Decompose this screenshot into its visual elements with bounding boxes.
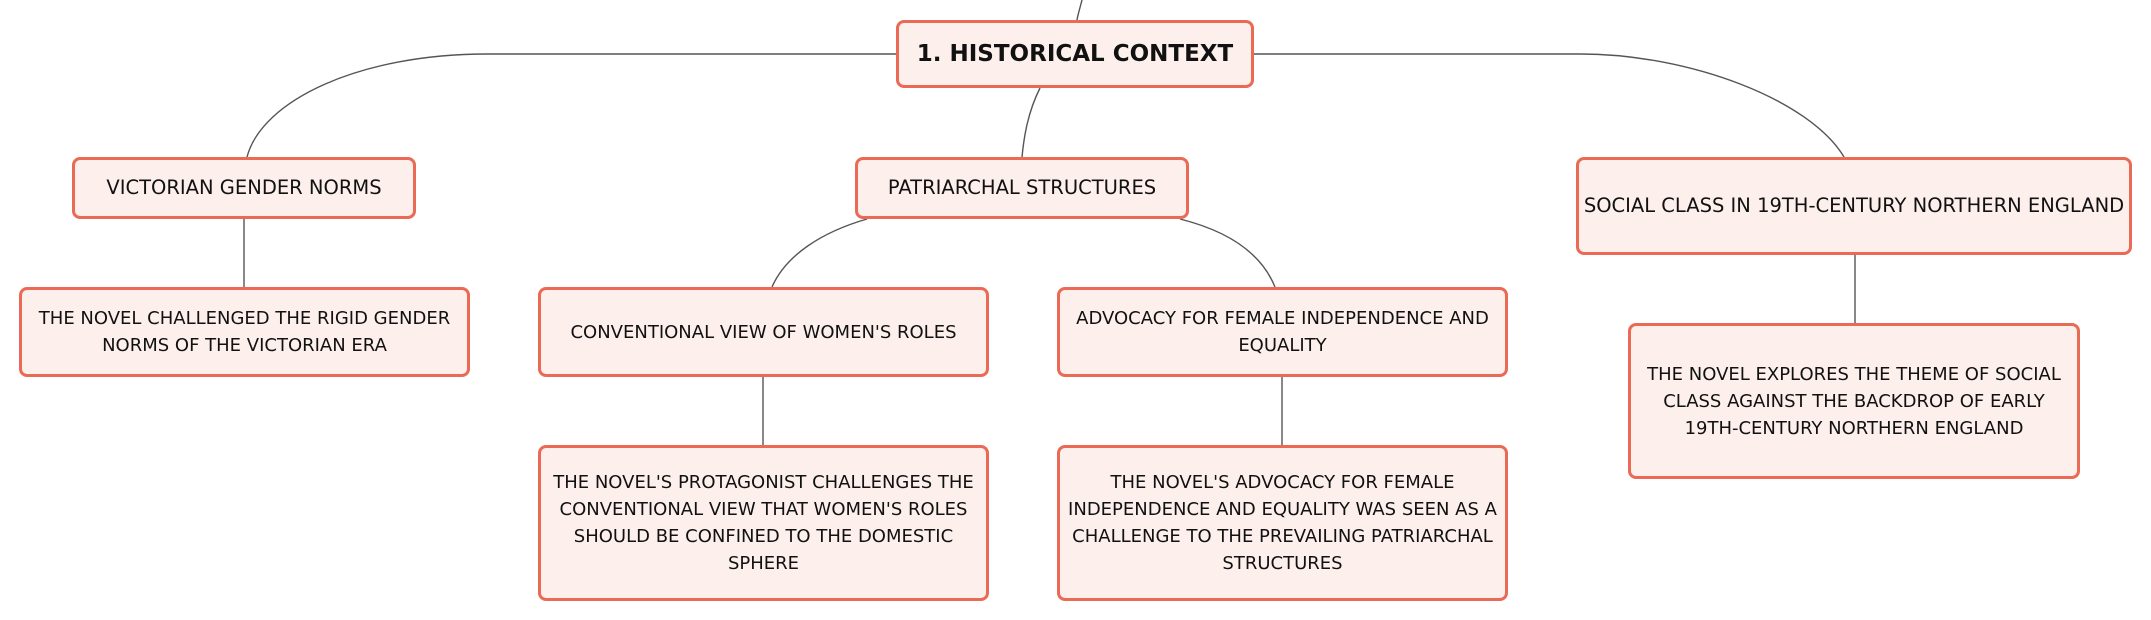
root-topic-historical-context[interactable]: 1. HISTORICAL CONTEXT — [896, 20, 1254, 88]
topic-label: VICTORIAN GENDER NORMS — [106, 176, 382, 199]
connector-root-to-victorian — [246, 53, 896, 158]
subtopic-label: THE NOVEL'S ADVOCACY FOR FEMALE INDEPEND… — [1068, 472, 1497, 574]
topic-social-class[interactable]: SOCIAL CLASS IN 19TH-CENTURY NORTHERN EN… — [1576, 157, 2132, 255]
connector-parent-to-root — [1076, 0, 1083, 21]
subtopic-social-class-detail[interactable]: THE NOVEL EXPLORES THE THEME OF SOCIAL C… — [1628, 323, 2080, 479]
connector-root-to-social — [1254, 53, 1845, 158]
subtopic-label: THE NOVEL EXPLORES THE THEME OF SOCIAL C… — [1647, 363, 2061, 439]
subtopic-protagonist-detail[interactable]: THE NOVEL'S PROTAGONIST CHALLENGES THE C… — [538, 445, 989, 601]
topic-patriarchal-structures[interactable]: PATRIARCHAL STRUCTURES — [855, 157, 1189, 219]
connector-root-to-patriarchal — [1021, 87, 1041, 158]
topic-victorian-gender-norms[interactable]: VICTORIAN GENDER NORMS — [72, 157, 416, 219]
subtopic-label: CONVENTIONAL VIEW OF WOMEN'S ROLES — [570, 321, 957, 343]
subtopic-label: ADVOCACY FOR FEMALE INDEPENDENCE AND EQU… — [1076, 308, 1489, 356]
subtopic-label: THE NOVEL CHALLENGED THE RIGID GENDER NO… — [38, 308, 451, 356]
connector-patriarchal-to-conventional — [771, 218, 868, 288]
subtopic-advocacy-detail[interactable]: THE NOVEL'S ADVOCACY FOR FEMALE INDEPEND… — [1057, 445, 1508, 601]
root-topic-label: 1. HISTORICAL CONTEXT — [916, 41, 1234, 67]
subtopic-gender-norms-detail[interactable]: THE NOVEL CHALLENGED THE RIGID GENDER NO… — [19, 287, 470, 377]
subtopic-advocacy[interactable]: ADVOCACY FOR FEMALE INDEPENDENCE AND EQU… — [1057, 287, 1508, 377]
subtopic-label: THE NOVEL'S PROTAGONIST CHALLENGES THE C… — [553, 472, 974, 574]
connector-patriarchal-to-advocacy — [1179, 218, 1276, 288]
topic-label: SOCIAL CLASS IN 19TH-CENTURY NORTHERN EN… — [1583, 194, 2125, 217]
subtopic-conventional-view[interactable]: CONVENTIONAL VIEW OF WOMEN'S ROLES — [538, 287, 989, 377]
topic-label: PATRIARCHAL STRUCTURES — [887, 176, 1157, 199]
